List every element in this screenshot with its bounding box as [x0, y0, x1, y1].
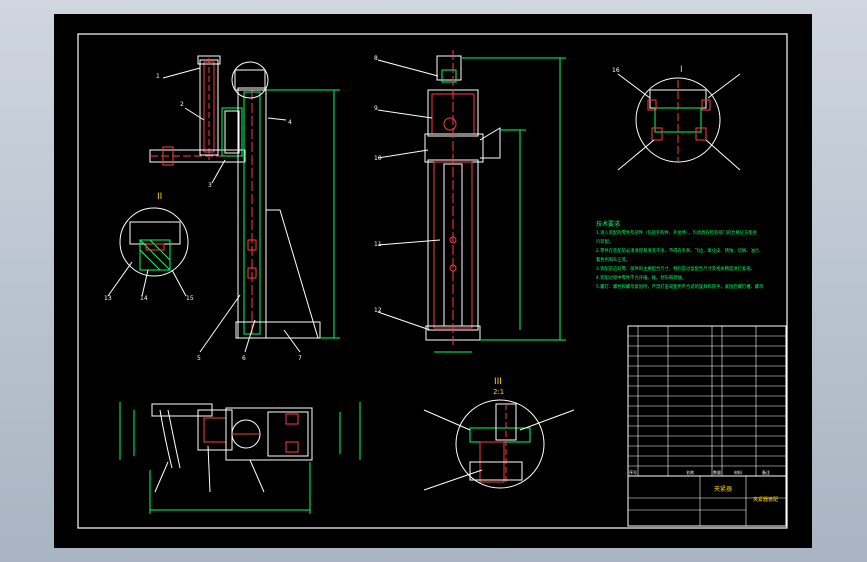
callout: 6	[242, 355, 246, 362]
bom-header-cell: 序号	[629, 469, 637, 475]
callout: 11	[374, 241, 382, 248]
callout: 10	[374, 155, 382, 162]
callout: 8	[374, 55, 378, 62]
detail-label-2: II	[157, 192, 162, 202]
part-title: 夹紧器	[714, 485, 732, 493]
callout: 4	[288, 119, 292, 126]
bom-header-cell: 材料	[734, 469, 742, 475]
detail-scale-3: 2:1	[493, 388, 504, 396]
bom-table: 序号 名称 数量 材料 备注	[627, 325, 787, 477]
drawing-sheet: II I III 2:1 1 2 3 4 5 6 7 8 9 10 11 12 …	[54, 14, 812, 548]
callout: 16	[612, 67, 620, 74]
detail-view-2	[107, 207, 189, 297]
tech-line: 1.进入装配的零件及部件（包括外购件、外协件），均须具有检验部门的合格证方能进	[596, 229, 758, 236]
detail-label-3: III	[494, 377, 502, 387]
callout: 2	[180, 101, 184, 108]
callout: 1	[156, 73, 160, 80]
bom-header-cell: 数量	[713, 469, 721, 475]
tech-line: 着色剂和灰尘等。	[596, 256, 630, 263]
drawing-canvas: II I III 2:1 1 2 3 4 5 6 7 8 9 10 11 12 …	[77, 33, 788, 529]
title-block: 夹紧器 夹紧器装配	[627, 475, 787, 527]
callouts: 1 2 3 4 5 6 7 8 9 10 11 12 13 14 15 16	[104, 55, 620, 362]
callout: 3	[208, 182, 212, 189]
callout: 12	[374, 307, 382, 314]
callout: 13	[104, 295, 112, 302]
side-view-middle	[377, 50, 566, 353]
callout: 9	[374, 105, 378, 112]
drawing-number: 夹紧器装配	[753, 496, 778, 503]
tech-line: 4.装配过程中零件不允许磕、碰、划伤和锈蚀。	[596, 274, 686, 281]
tech-line: 5.螺钉、螺栓和螺母紧固时，严禁打击或使用不合适的旋具和扳手，紧固后螺钉槽、螺母	[596, 283, 764, 290]
detail-view-1	[617, 73, 741, 171]
border-frame	[77, 33, 788, 529]
detail-view-3	[423, 399, 575, 491]
top-view-bottom-left	[119, 402, 361, 514]
detail-label-1: I	[680, 65, 683, 75]
callout: 7	[298, 355, 302, 362]
tech-title: 技术要求	[596, 220, 620, 228]
bom-header-cell: 名称	[686, 469, 694, 475]
tech-line: 2.零件在装配前必须清理和清洗干净，不得有毛刺、飞边、氧化皮、锈蚀、切屑、油污、	[596, 247, 763, 254]
callout: 5	[197, 355, 201, 362]
callout: 14	[140, 295, 148, 302]
callout: 15	[186, 295, 194, 302]
tech-line: 行装配。	[596, 238, 613, 245]
front-view-left	[149, 55, 340, 353]
bom-header-cell: 备注	[762, 469, 770, 475]
tech-requirements: 技术要求 1.进入装配的零件及部件（包括外购件、外协件），均须具有检验部门的合格…	[596, 220, 764, 290]
tech-line: 3.装配前应对零、部件的主要配合尺寸，特别是过盈配合尺寸及相关精度进行复查。	[596, 265, 755, 272]
